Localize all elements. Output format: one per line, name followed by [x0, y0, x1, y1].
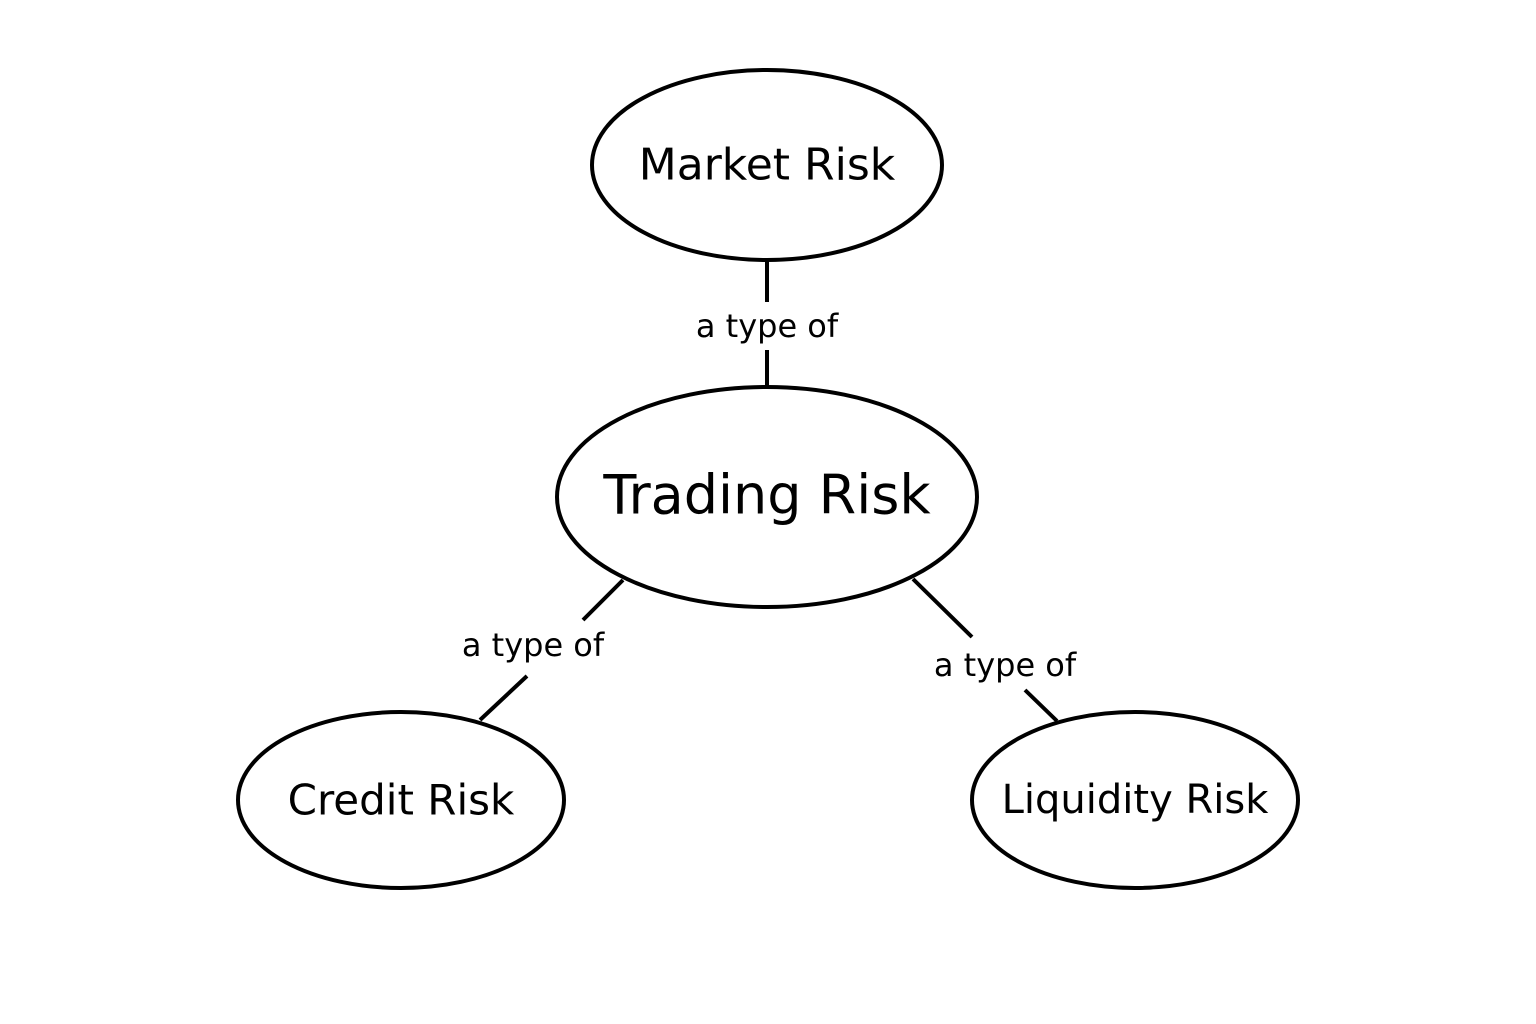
node-trading-risk-ellipse: [555, 385, 979, 609]
node-liquidity-risk-ellipse: [970, 710, 1300, 890]
edge-trading-liquidity-lower-segment: [1023, 688, 1059, 723]
node-credit-risk: Credit Risk: [236, 710, 566, 890]
node-liquidity-risk: Liquidity Risk: [970, 710, 1300, 890]
edge-label-market-trading: a type of: [696, 307, 839, 345]
node-market-risk-label: Market Risk: [639, 140, 896, 191]
edge-trading-liquidity: a type of: [911, 577, 1077, 723]
node-trading-risk-label: Trading Risk: [602, 464, 931, 527]
edge-label-trading-liquidity: a type of: [934, 646, 1077, 684]
edge-trading-credit-upper-segment: [581, 578, 625, 622]
node-liquidity-risk-label: Liquidity Risk: [1002, 777, 1270, 823]
node-trading-risk: Trading Risk: [555, 385, 979, 609]
edge-label-trading-credit: a type of: [462, 626, 605, 664]
edge-trading-credit-lower-segment: [478, 674, 529, 722]
node-credit-risk-ellipse: [236, 710, 566, 890]
edge-trading-liquidity-upper-segment: [911, 577, 974, 639]
edge-market-trading: a type of: [696, 261, 839, 386]
edge-trading-credit: a type of: [462, 578, 625, 722]
node-market-risk-ellipse: [590, 68, 944, 262]
node-market-risk: Market Risk: [590, 68, 944, 262]
node-credit-risk-label: Credit Risk: [288, 776, 515, 825]
